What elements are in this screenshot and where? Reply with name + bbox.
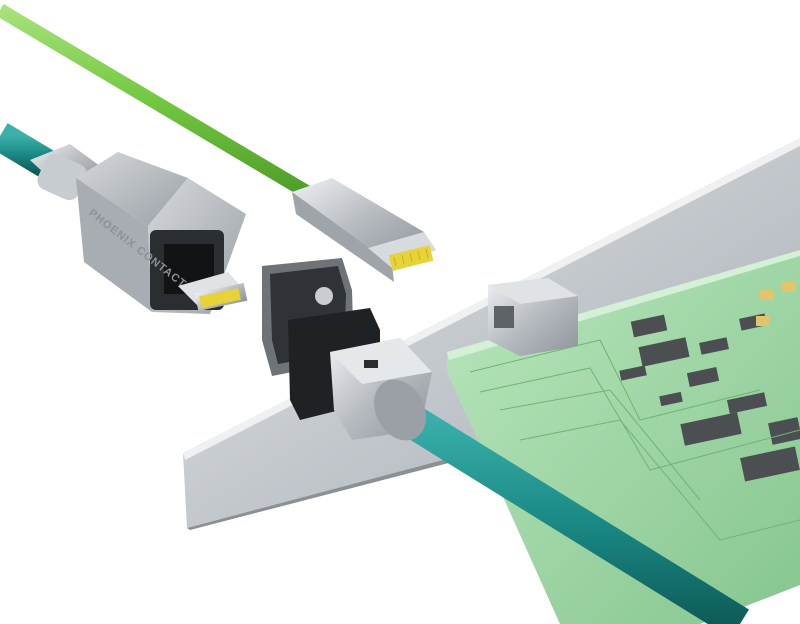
cable-gland bbox=[374, 379, 426, 441]
pcb-traces bbox=[469, 339, 800, 541]
pcb-rj45-jack bbox=[488, 278, 578, 356]
rj45-plug bbox=[178, 272, 248, 312]
rj45-plug-green bbox=[292, 178, 436, 282]
pcb-component-gold bbox=[756, 282, 796, 326]
gold-contacts bbox=[199, 287, 241, 309]
green-ethernet-cable bbox=[0, 3, 314, 201]
pcb-chip bbox=[619, 313, 800, 482]
panel-feedthrough-connector bbox=[262, 258, 432, 440]
teal-ethernet-cable-lower bbox=[395, 401, 749, 624]
